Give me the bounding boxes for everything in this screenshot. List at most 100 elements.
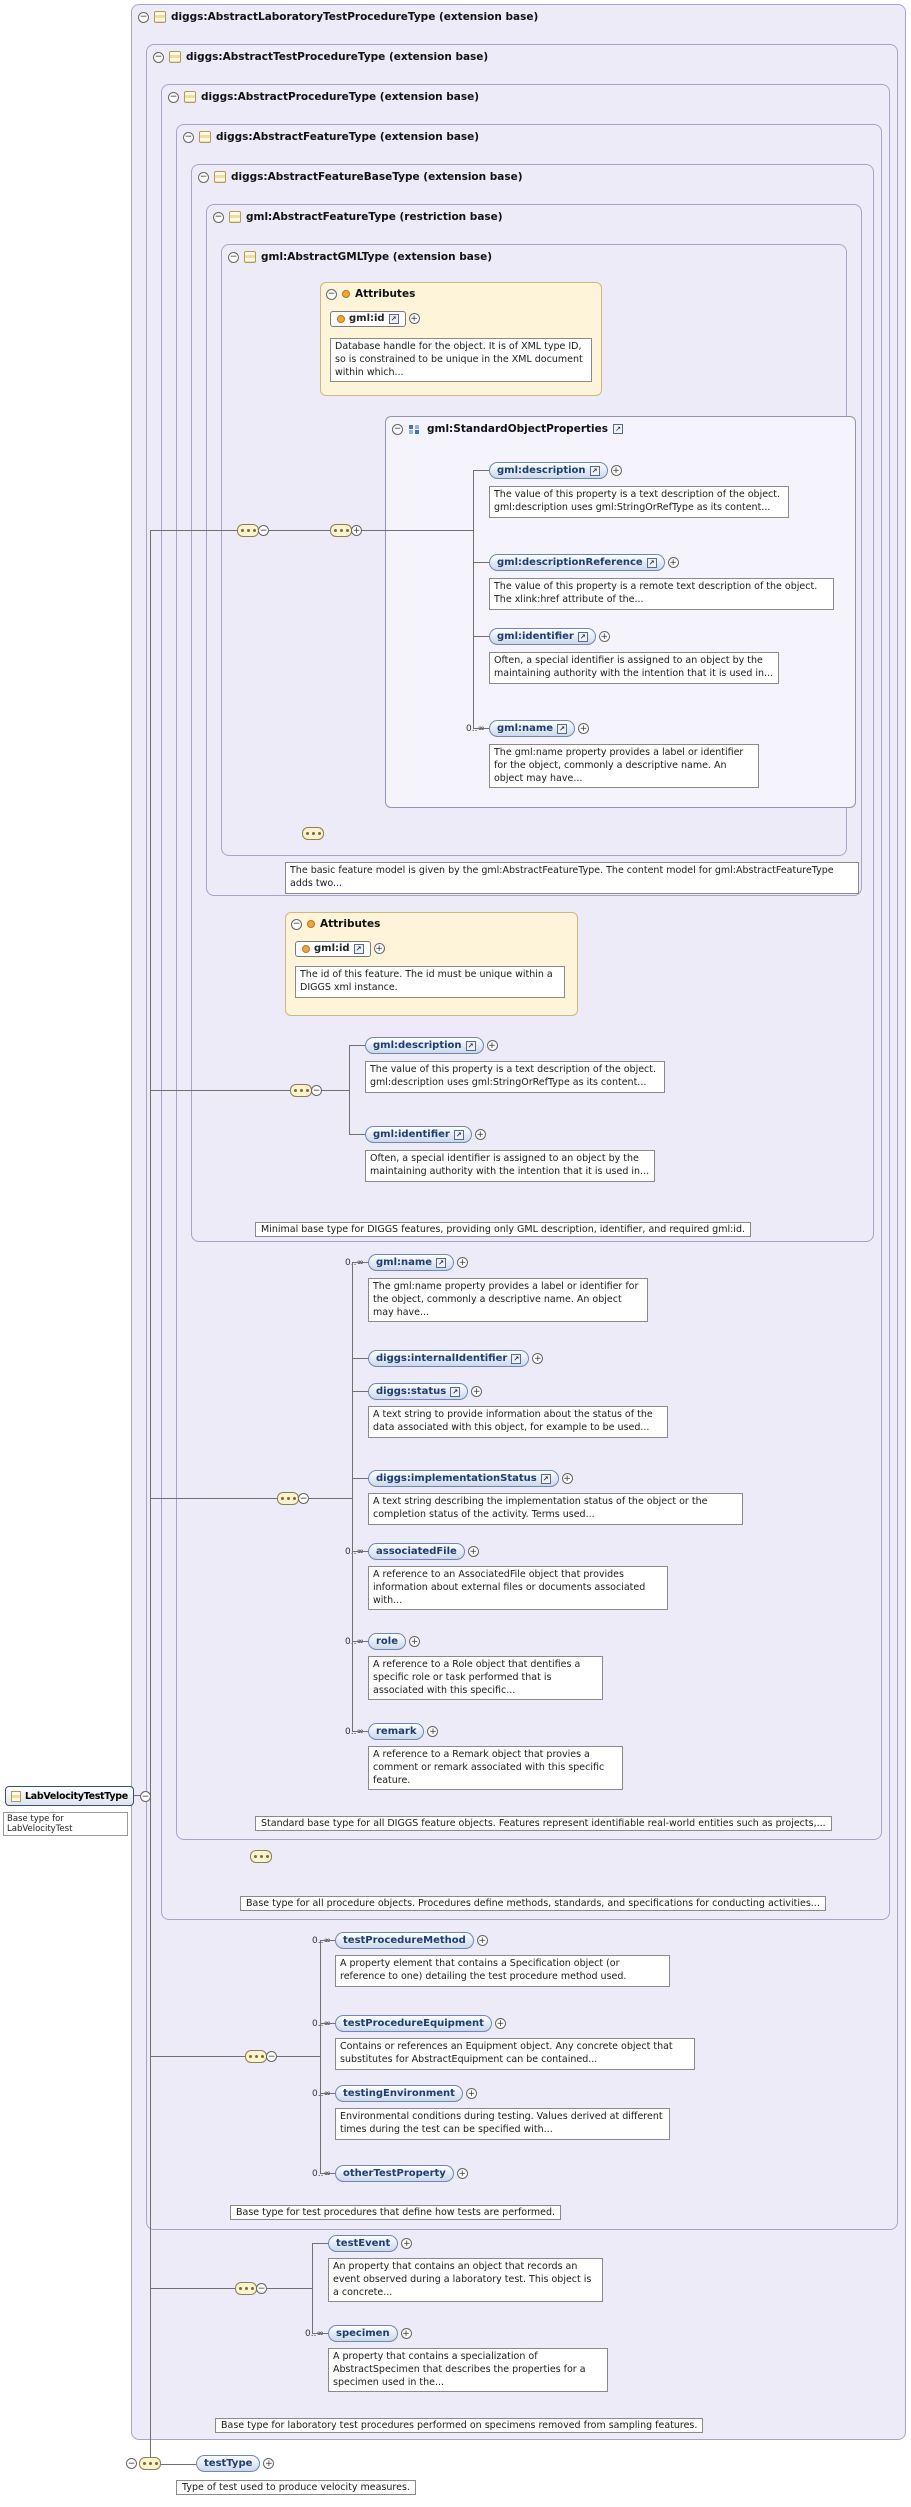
expand-icon[interactable]: + [467, 1546, 479, 1557]
collapse-icon[interactable]: − [311, 1085, 322, 1096]
expand-icon[interactable]: + [474, 1129, 486, 1140]
annotation-text: The value of this property is a text des… [489, 486, 789, 518]
collapse-icon[interactable]: − [291, 918, 302, 930]
element-gml-name[interactable]: gml:name ↗ [489, 720, 576, 737]
element-gml-description-reference[interactable]: gml:descriptionReference ↗ [489, 554, 665, 571]
element-gml-name[interactable]: gml:name ↗ [368, 1254, 455, 1271]
attribute-gml-id[interactable]: gml:id ↗ [330, 310, 406, 327]
element-remark[interactable]: remark [368, 1723, 425, 1740]
element-label: gml:name [376, 1257, 433, 1268]
collapse-icon[interactable]: − [256, 2283, 267, 2294]
complex-type-icon [214, 171, 226, 183]
element-gml-identifier[interactable]: gml:identifier ↗ [489, 628, 596, 645]
collapse-icon[interactable]: − [183, 131, 194, 143]
sequence-icon[interactable] [139, 2457, 161, 2470]
connector-line [161, 2464, 196, 2465]
element-testing-environment[interactable]: testingEnvironment [335, 2085, 463, 2102]
expand-icon[interactable]: + [263, 2458, 275, 2469]
sequence-icon[interactable] [245, 2050, 267, 2063]
collapse-icon[interactable]: − [198, 171, 209, 183]
type-annotation: Base type for all procedure objects. Pro… [240, 1896, 826, 1911]
connector-line [473, 728, 489, 729]
attribute-gml-id[interactable]: gml:id ↗ [295, 940, 371, 957]
collapse-icon[interactable]: − [266, 2051, 277, 2062]
attribute-label: gml:id [314, 943, 350, 954]
collapse-icon[interactable]: − [392, 423, 403, 435]
annotation-text: The value of this property is a text des… [365, 1061, 665, 1093]
collapse-icon[interactable]: − [258, 525, 269, 536]
expand-icon[interactable]: + [486, 1040, 498, 1051]
sequence-icon[interactable] [330, 524, 352, 537]
sequence-icon[interactable] [290, 1084, 312, 1097]
attributes-header: − Attributes [291, 916, 380, 932]
collapse-icon[interactable]: − [298, 1493, 309, 1504]
complex-type-icon [169, 51, 181, 63]
collapse-icon[interactable]: − [326, 288, 337, 300]
collapse-icon[interactable]: − [228, 251, 239, 263]
expand-icon[interactable]: + [373, 943, 385, 954]
expand-icon[interactable]: + [400, 2328, 412, 2339]
element-row: testEvent + [282, 2235, 413, 2252]
expand-icon[interactable]: + [471, 1386, 483, 1397]
annotation-text: A property element that contains a Speci… [335, 1955, 670, 1987]
reference-icon: ↗ [540, 1473, 551, 1484]
element-role[interactable]: role [368, 1633, 407, 1650]
collapse-icon[interactable]: − [168, 91, 179, 103]
element-label: diggs:implementationStatus [376, 1473, 537, 1484]
complex-type-icon [244, 251, 256, 263]
attribute-icon [342, 290, 350, 298]
complex-type-icon [184, 91, 196, 103]
expand-icon[interactable]: + [494, 2018, 506, 2029]
element-test-type[interactable]: testType [196, 2455, 261, 2472]
expand-icon[interactable]: + [401, 2238, 413, 2249]
collapse-icon[interactable]: − [138, 11, 149, 23]
connector-line [312, 2333, 328, 2334]
element-diggs-internal-identifier[interactable]: diggs:internalIdentifier ↗ [368, 1350, 530, 1367]
expand-icon[interactable]: + [578, 723, 590, 734]
element-diggs-implementation-status[interactable]: diggs:implementationStatus ↗ [368, 1470, 559, 1487]
expand-icon[interactable]: + [427, 1726, 439, 1737]
annotation-text: The value of this property is a remote t… [489, 578, 834, 610]
expand-icon[interactable]: + [457, 1257, 469, 1268]
element-gml-description[interactable]: gml:description ↗ [365, 1037, 484, 1054]
element-test-procedure-method[interactable]: testProcedureMethod [335, 1932, 474, 1949]
sequence-icon[interactable] [302, 827, 324, 840]
element-specimen[interactable]: specimen [328, 2325, 398, 2342]
collapse-icon[interactable]: − [213, 211, 224, 223]
connector-line [150, 2056, 245, 2057]
element-test-procedure-equipment[interactable]: testProcedureEquipment [335, 2015, 492, 2032]
collapse-icon[interactable]: − [139, 1790, 151, 1802]
expand-icon[interactable]: + [610, 465, 622, 476]
element-gml-identifier[interactable]: gml:identifier ↗ [365, 1126, 472, 1143]
expand-icon[interactable]: + [409, 1636, 421, 1647]
sequence-icon[interactable] [237, 524, 259, 537]
connector-line [352, 1358, 368, 1359]
expand-icon[interactable]: + [408, 313, 420, 324]
collapse-icon[interactable]: − [153, 51, 164, 63]
expand-icon[interactable]: + [561, 1473, 573, 1484]
expand-icon[interactable]: + [598, 631, 610, 642]
connector-line [352, 1731, 368, 1732]
element-other-test-property[interactable]: otherTestProperty [335, 2165, 454, 2182]
sequence-icon[interactable] [277, 1492, 299, 1505]
expand-icon[interactable]: + [351, 525, 362, 536]
expand-icon[interactable]: + [476, 1935, 488, 1946]
collapse-icon[interactable]: − [126, 2458, 137, 2469]
sequence-icon[interactable] [250, 1850, 272, 1863]
sequence-icon[interactable] [235, 2282, 257, 2295]
connector-line [320, 2023, 335, 2024]
element-lab-velocity-test-type[interactable]: LabVelocityTestType [5, 1786, 134, 1806]
element-diggs-status[interactable]: diggs:status ↗ [368, 1383, 469, 1400]
expand-icon[interactable]: + [667, 557, 679, 568]
expand-icon[interactable]: + [456, 2168, 468, 2179]
connector-line [320, 1940, 321, 2173]
element-associated-file[interactable]: associatedFile [368, 1543, 465, 1560]
expand-icon[interactable]: + [532, 1353, 544, 1364]
element-test-event[interactable]: testEvent [328, 2235, 399, 2252]
reference-icon: ↗ [465, 1040, 476, 1051]
type-annotation: Standard base type for all DIGGS feature… [255, 1816, 832, 1831]
attributes-box-feature-base [285, 912, 578, 1016]
expand-icon[interactable]: + [465, 2088, 477, 2099]
annotation-text: The gml:name property provides a label o… [489, 744, 759, 789]
element-gml-description[interactable]: gml:description ↗ [489, 462, 608, 479]
